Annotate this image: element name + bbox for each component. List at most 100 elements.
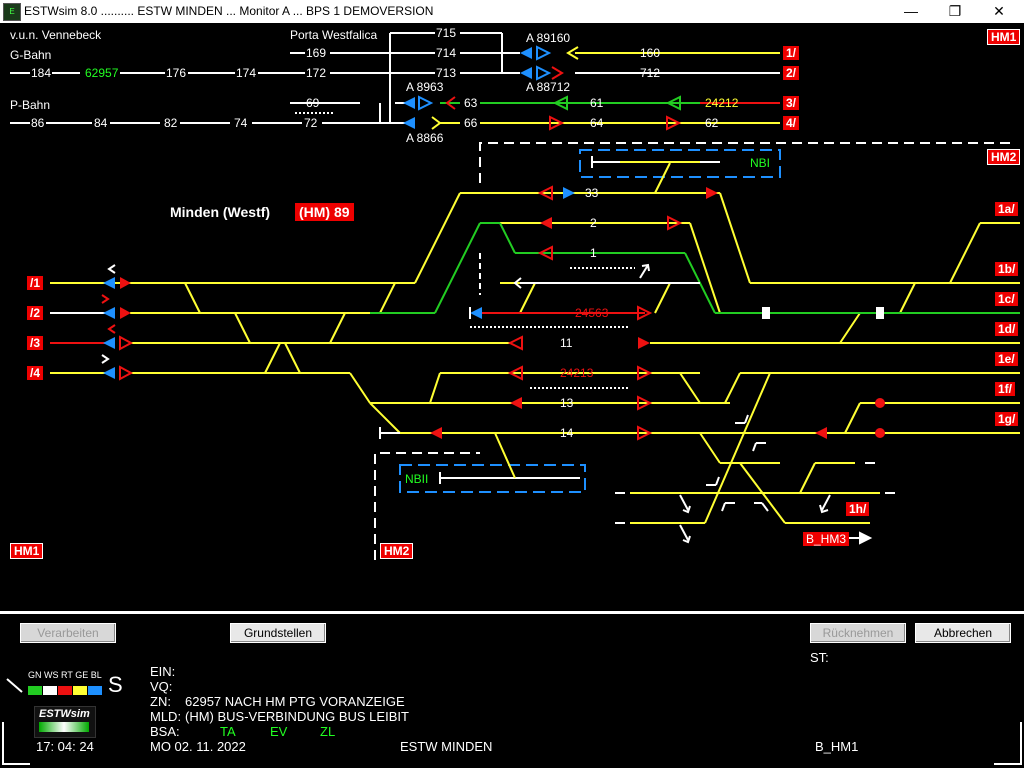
zn-label: ZN: — [150, 694, 171, 709]
block-number[interactable]: 176 — [166, 66, 186, 80]
signal-label: A 88712 — [526, 80, 570, 94]
block-number[interactable]: 62 — [705, 116, 718, 130]
hm1-area-label[interactable]: HM1 — [10, 543, 43, 559]
exit-label[interactable]: 1/ — [783, 46, 799, 60]
abbrechen-button[interactable]: Abbrechen — [915, 623, 1011, 643]
block-number[interactable]: 712 — [640, 66, 660, 80]
block-number[interactable]: 184 — [31, 66, 51, 80]
legend-swatch — [28, 686, 42, 695]
block-number[interactable]: 84 — [94, 116, 107, 130]
signal-label: A 8866 — [406, 131, 443, 145]
block-number[interactable]: 61 — [590, 96, 603, 110]
legend-label: GN — [28, 670, 42, 680]
estw-app-icon[interactable]: E — [3, 3, 21, 21]
station-badge: (HM) 89 — [295, 203, 354, 221]
pen-icon[interactable] — [6, 678, 24, 694]
panel-divider — [0, 611, 1024, 614]
stub-tracks — [380, 253, 895, 523]
exit-label[interactable]: 1g/ — [995, 412, 1018, 426]
legend-label: BL — [91, 670, 102, 680]
frame-corners — [0, 712, 1024, 768]
legend-label: RT — [61, 670, 73, 680]
exit-label[interactable]: 1c/ — [995, 292, 1018, 306]
signal-label: A 8963 — [406, 80, 443, 94]
grundstellen-button[interactable]: Grundstellen — [230, 623, 326, 643]
entry-label[interactable]: /2 — [27, 306, 43, 320]
ruecknehmen-button[interactable]: Rücknehmen — [810, 623, 906, 643]
upper-right-lines — [440, 53, 780, 123]
track-number[interactable]: 33 — [585, 186, 598, 200]
hm1-area-label[interactable]: HM1 — [987, 29, 1020, 45]
restore-button[interactable]: ❐ — [932, 0, 978, 23]
entry-label[interactable]: /3 — [27, 336, 43, 350]
exit-label[interactable]: 1b/ — [995, 262, 1018, 276]
block-number[interactable]: 82 — [164, 116, 177, 130]
track-number[interactable]: 13 — [560, 396, 573, 410]
title-bar: E ESTWsim 8.0 .......... ESTW MINDEN ...… — [0, 0, 1024, 23]
vennebeck-label: v.u.n. Vennebeck — [10, 28, 101, 42]
track-number[interactable]: 1 — [590, 246, 597, 260]
exit-label[interactable]: 1h/ — [846, 502, 869, 516]
platform-markers — [470, 268, 635, 388]
exit-label[interactable]: 3/ — [783, 96, 799, 110]
st-label: ST: — [810, 650, 829, 665]
hm2-area-label[interactable]: HM2 — [987, 149, 1020, 165]
block-number[interactable]: 713 — [436, 66, 456, 80]
train-number[interactable]: 24212 — [705, 96, 738, 110]
exit-label[interactable]: 1f/ — [995, 382, 1015, 396]
block-number[interactable]: 69 — [306, 96, 319, 110]
train-number[interactable]: 24563 — [575, 306, 608, 320]
track-diagram — [0, 23, 1024, 611]
window-title: ESTWsim 8.0 .......... ESTW MINDEN ... M… — [24, 4, 433, 18]
small-arrows — [440, 156, 870, 543]
legend-swatch — [88, 686, 102, 695]
legend-label: WS — [44, 670, 59, 680]
block-number[interactable]: 172 — [306, 66, 326, 80]
exit-label[interactable]: 2/ — [783, 66, 799, 80]
track-number[interactable]: 2 — [590, 216, 597, 230]
block-number[interactable]: 714 — [436, 46, 456, 60]
s-indicator[interactable]: S — [108, 672, 123, 698]
block-number[interactable]: 86 — [31, 116, 44, 130]
nbi-label: NBI — [750, 156, 770, 170]
minimize-button[interactable]: — — [888, 0, 934, 23]
block-number[interactable]: 63 — [464, 96, 477, 110]
verarbeiten-button[interactable]: Verarbeiten — [20, 623, 116, 643]
hm2-area-label[interactable]: HM2 — [380, 543, 413, 559]
exit-label[interactable]: 1a/ — [995, 202, 1018, 216]
gbahn-label: G-Bahn — [10, 48, 51, 62]
track-number[interactable]: 11 — [560, 336, 572, 350]
station-title: Minden (Westf) — [170, 204, 270, 220]
exit-label[interactable]: 4/ — [783, 116, 799, 130]
legend-label: GE — [75, 670, 88, 680]
track-number[interactable]: 14 — [560, 426, 573, 440]
bhm3-label[interactable]: B_HM3 — [803, 532, 849, 546]
block-number[interactable]: 66 — [464, 116, 477, 130]
entry-label[interactable]: /4 — [27, 366, 43, 380]
signal-label: A 89160 — [526, 31, 570, 45]
exit-label[interactable]: 1d/ — [995, 322, 1018, 336]
block-number[interactable]: 174 — [236, 66, 256, 80]
legend-swatch — [43, 686, 57, 695]
block-number[interactable]: 160 — [640, 46, 660, 60]
pbahn-label: P-Bahn — [10, 98, 50, 112]
legend-swatch — [58, 686, 72, 695]
color-legend — [28, 682, 103, 700]
nbii-label: NBII — [405, 472, 428, 486]
porta-label: Porta Westfalica — [290, 28, 377, 42]
close-button[interactable]: ✕ — [976, 0, 1022, 23]
block-number[interactable]: 64 — [590, 116, 603, 130]
block-number[interactable]: 169 — [306, 46, 326, 60]
zn-value: 62957 NACH HM PTG VORANZEIGE — [185, 694, 405, 709]
train-number[interactable]: 62957 — [85, 66, 118, 80]
train-number[interactable]: 24213 — [560, 366, 593, 380]
block-number[interactable]: 74 — [234, 116, 247, 130]
block-number[interactable]: 715 — [436, 26, 456, 40]
block-number[interactable]: 72 — [304, 116, 317, 130]
exit-label[interactable]: 1e/ — [995, 352, 1018, 366]
color-legend-labels: GN WS RT GE BL — [28, 670, 102, 680]
legend-swatch — [73, 686, 87, 695]
entry-label[interactable]: /1 — [27, 276, 43, 290]
ein-label: EIN: — [150, 664, 175, 679]
vq-label: VQ: — [150, 679, 172, 694]
